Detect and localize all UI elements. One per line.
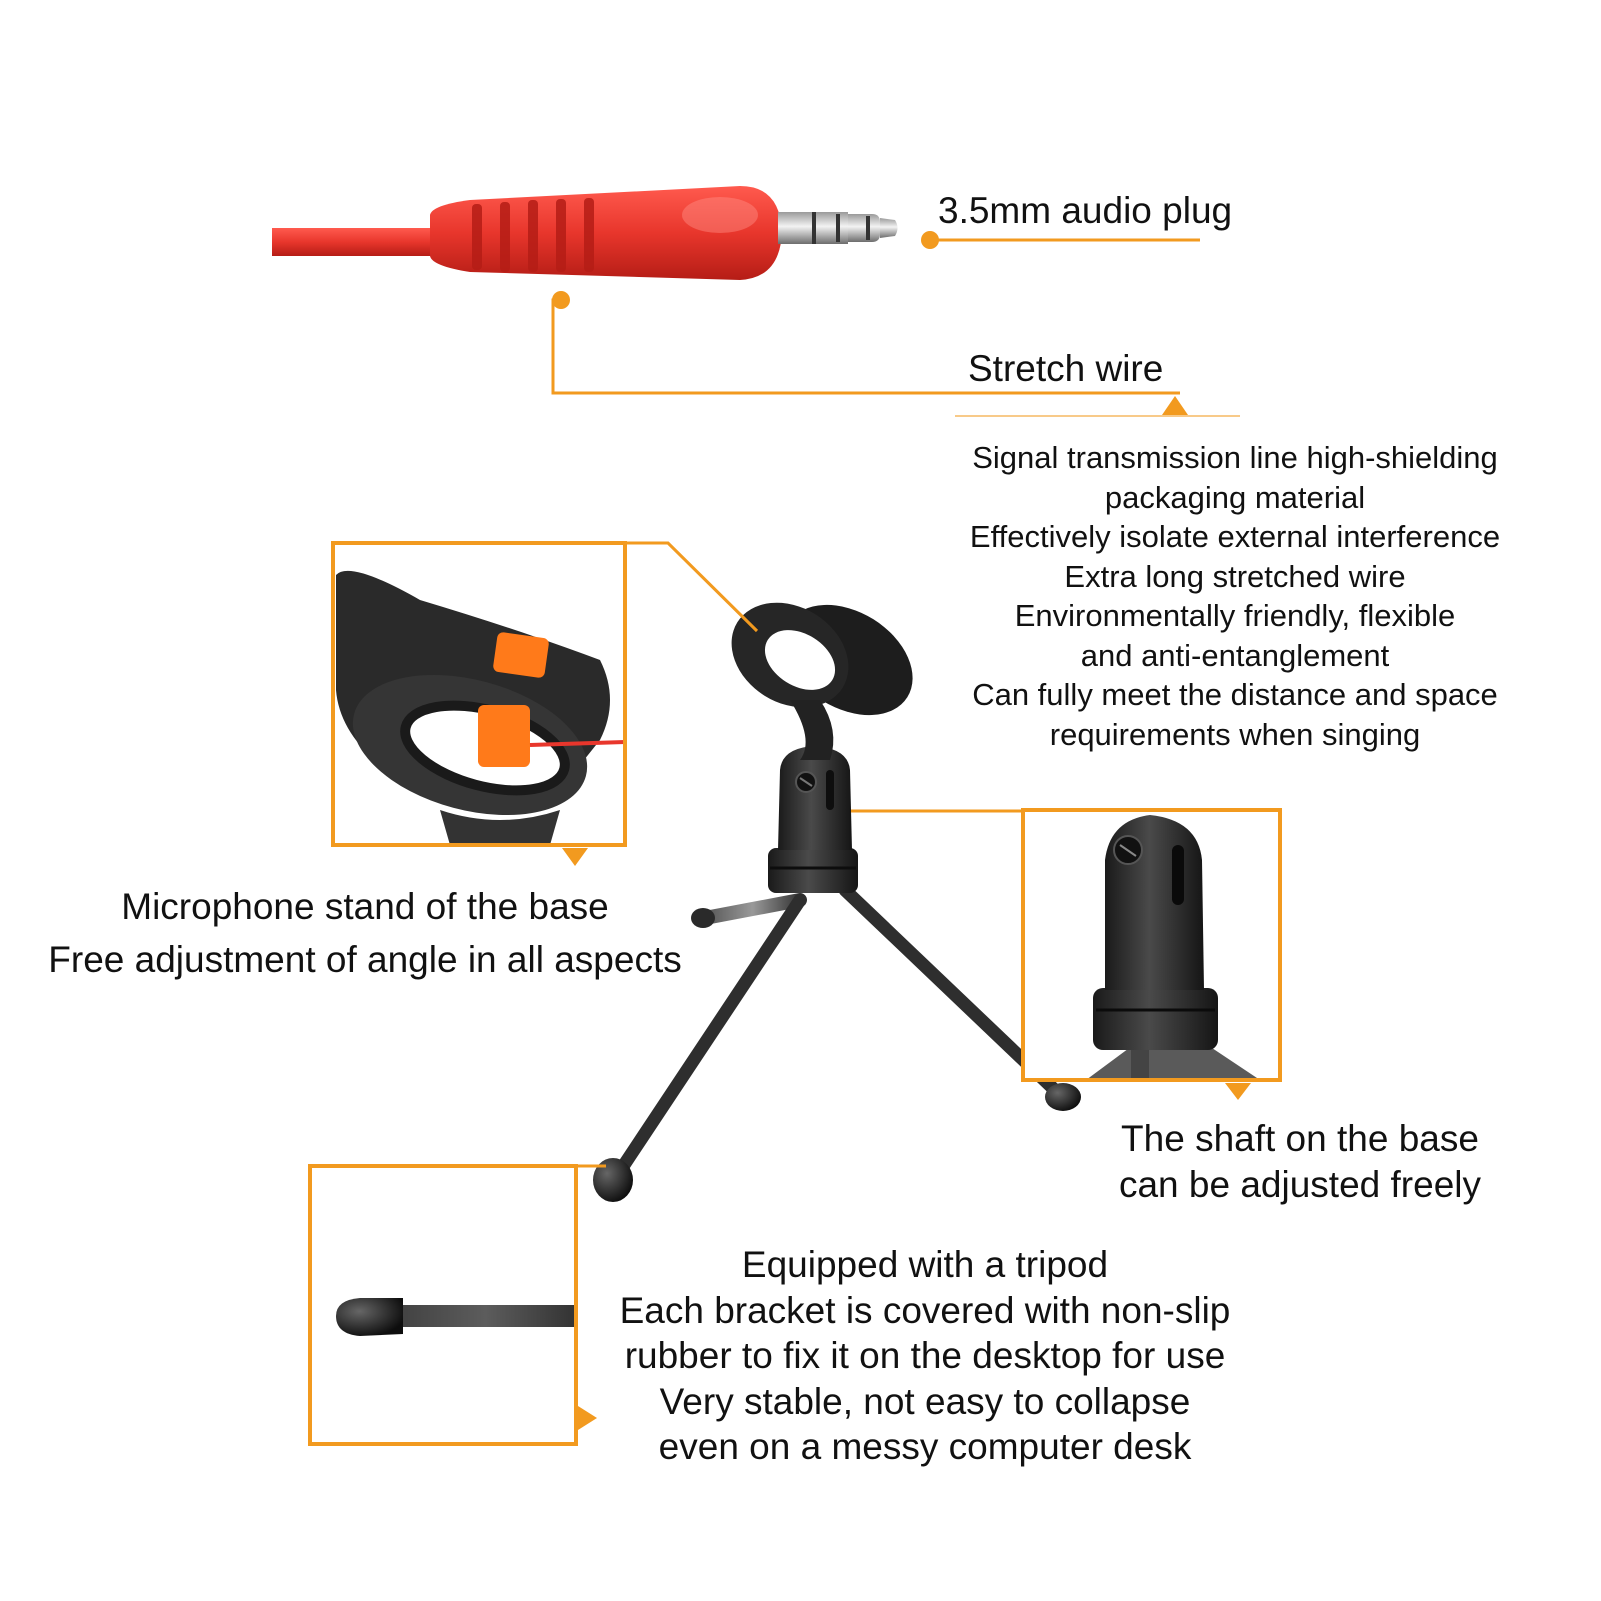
description-line: Signal transmission line high-shielding bbox=[972, 440, 1498, 475]
description-line: Each bracket is covered with non-slip bbox=[619, 1289, 1231, 1331]
plug-callout-dot bbox=[921, 231, 939, 249]
shaft-detail-frame bbox=[1021, 808, 1282, 1082]
foot-detail-arrow bbox=[578, 1406, 597, 1430]
description-line: Microphone stand of the base bbox=[121, 886, 609, 927]
description-line: Can fully meet the distance and space bbox=[972, 677, 1498, 712]
wire-callout-arrow bbox=[1162, 396, 1188, 415]
description-line: requirements when singing bbox=[1049, 716, 1421, 752]
description-line: Free adjustment of angle in all aspects bbox=[48, 939, 682, 980]
description-line: rubber to fix it on the desktop for use bbox=[624, 1335, 1226, 1376]
foot-detail-frame bbox=[308, 1164, 578, 1446]
tripod-stand-icon bbox=[593, 602, 1081, 1202]
description-line: Very stable, not easy to collapse bbox=[659, 1380, 1191, 1422]
description-line: The shaft on the base bbox=[1121, 1118, 1479, 1159]
description-line: Extra long stretched wire bbox=[1064, 558, 1406, 594]
shaft-description: The shaft on the base can be adjusted fr… bbox=[1100, 1116, 1500, 1208]
clip-callout-line bbox=[625, 541, 759, 633]
clip-detail-frame bbox=[331, 541, 627, 847]
clip-detail-arrow bbox=[562, 848, 588, 866]
rubber-foot-icon bbox=[310, 1166, 576, 1444]
audio-plug-icon bbox=[272, 186, 898, 280]
audio-plug-label: 3.5mm audio plug bbox=[938, 190, 1233, 231]
description-line: Environmentally friendly, flexible bbox=[1014, 598, 1456, 633]
description-line: Effectively isolate external interferenc… bbox=[969, 519, 1501, 554]
description-line: Equipped with a tripod bbox=[741, 1244, 1109, 1285]
description-line: and anti-entanglement bbox=[1080, 637, 1390, 673]
wire-callout-dot bbox=[552, 291, 570, 309]
stretch-wire-label: Stretch wire bbox=[968, 348, 1164, 389]
description-line: can be adjusted freely bbox=[1118, 1164, 1481, 1205]
description-line: packaging material bbox=[1104, 479, 1366, 515]
shaft-detail-arrow bbox=[1225, 1083, 1251, 1100]
stand-base-description: Microphone stand of the base Free adjust… bbox=[20, 880, 710, 986]
description-line: even on a messy computer desk bbox=[658, 1426, 1192, 1467]
microphone-clip-icon bbox=[333, 543, 626, 845]
shaft-detail-icon bbox=[1023, 810, 1280, 1080]
stretch-wire-description: Signal transmission line high-shielding … bbox=[925, 438, 1545, 754]
tripod-description: Equipped with a tripod Each bracket is c… bbox=[595, 1242, 1255, 1470]
